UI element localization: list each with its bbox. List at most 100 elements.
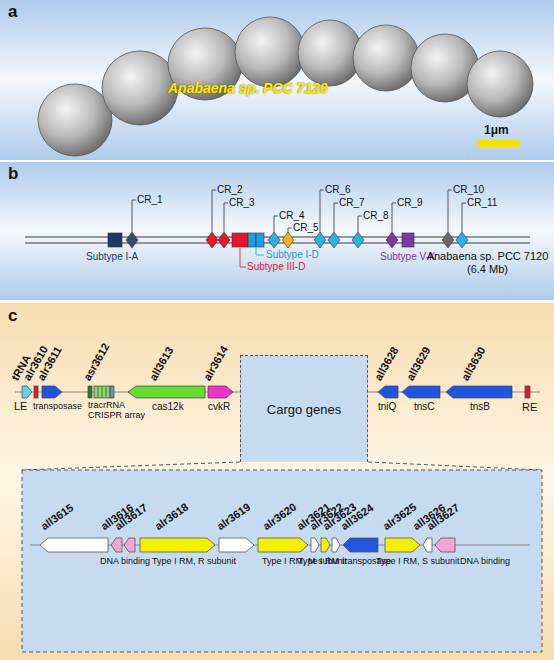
cas-locus-marker — [218, 232, 230, 248]
cas-locus-marker — [386, 232, 398, 248]
species-label: Anabaena sp. PCC 7120 — [168, 80, 328, 97]
gene-arrow — [385, 538, 420, 552]
gene-function: cas12k — [152, 401, 184, 412]
crispr-label: CR_5 — [293, 222, 319, 234]
gene-arrow — [525, 386, 530, 398]
cas-locus-marker — [456, 232, 468, 248]
cas-locus-marker — [108, 233, 122, 247]
cas-locus-marker — [206, 232, 218, 248]
leader-line — [212, 190, 216, 232]
gene-arrow — [124, 538, 135, 552]
gene-arrow — [343, 538, 378, 552]
gene-arrow — [446, 386, 512, 398]
anabaena-cell — [353, 25, 419, 91]
anabaena-cell — [235, 17, 305, 87]
gene-arrow — [311, 538, 319, 552]
gene-arrow — [40, 538, 108, 552]
gene-function: DNA binding — [100, 556, 150, 566]
gene-function: tniQ — [378, 401, 396, 412]
leader-line — [320, 190, 324, 232]
cas-locus-marker — [108, 232, 468, 248]
gene-arrow — [42, 386, 62, 398]
gene-arrow — [140, 538, 215, 552]
leader-line — [240, 248, 246, 267]
anabaena-cell — [102, 51, 178, 125]
crispr-label: CR_11 — [467, 197, 497, 209]
gene-arrow — [111, 538, 122, 552]
box-text: Cargo genes — [267, 402, 341, 417]
genome-label: Anabaena sp. PCC 7120 (6.4 Mb) — [425, 250, 550, 276]
gene-function: cvkR — [208, 401, 230, 412]
leader-line — [392, 203, 396, 232]
leader-line — [132, 190, 466, 267]
gene-arrow — [378, 386, 398, 398]
crispr-label: CR_3 — [229, 197, 255, 209]
crispr-label: CR_8 — [363, 210, 389, 222]
crispr-repeat — [98, 386, 106, 398]
leader-line — [334, 203, 338, 232]
cas-locus-marker — [328, 232, 340, 248]
gene-arrow — [332, 538, 340, 552]
inset-panel — [22, 470, 542, 652]
gene-arrow — [208, 386, 233, 398]
crispr-repeat — [102, 386, 103, 398]
panel-letter: b — [8, 164, 18, 184]
gene-function: DNA binding — [460, 556, 510, 566]
crispr-label: CR_6 — [325, 184, 351, 196]
gene-arrow — [258, 538, 308, 552]
gene-function: transposase — [33, 401, 82, 411]
panel-background — [0, 303, 554, 660]
cas-locus-marker — [442, 232, 454, 248]
cas-locus-marker — [248, 233, 256, 247]
anabaena-cell — [467, 51, 533, 117]
zoom-callout — [22, 462, 240, 470]
gene-function: tnsC — [414, 401, 435, 412]
anabaena-cell — [38, 17, 533, 156]
end-label: LE — [14, 400, 27, 412]
panel-letter: c — [8, 306, 17, 326]
panel-letter: a — [8, 2, 17, 22]
gene-function: Type I RM, R subunit — [152, 556, 236, 566]
gene-arrow — [321, 538, 330, 552]
cargo-box: Cargo genes — [240, 355, 368, 462]
cas-locus-marker — [232, 233, 248, 247]
leader-line — [256, 248, 264, 255]
crispr-label: CR_2 — [217, 184, 243, 196]
subtype-label: Subtype I-A — [86, 251, 138, 263]
scale-bar — [478, 140, 520, 147]
leader-line — [288, 228, 292, 232]
leader-line — [448, 190, 452, 232]
subtype-label: Subtype III-D — [247, 261, 305, 273]
crispr-label: CR_9 — [397, 197, 423, 209]
subtype-label: Subtype I-D — [266, 249, 319, 261]
zoom-callout — [368, 462, 542, 470]
gene-function: tracrRNA — [88, 400, 125, 410]
crispr-repeat — [98, 386, 99, 398]
gene-arrow — [110, 386, 114, 398]
cas-locus-marker — [314, 232, 326, 248]
leader-line — [358, 216, 362, 232]
cas-locus-marker — [126, 232, 138, 248]
leader-line — [462, 203, 466, 232]
cas-locus-marker — [352, 232, 364, 248]
panel-background — [0, 0, 554, 160]
end-label: RE — [522, 401, 537, 413]
leader-line — [132, 200, 136, 232]
gene-arrow — [40, 538, 455, 552]
cas-locus-marker — [282, 232, 294, 248]
gene-arrow — [88, 386, 92, 398]
gene-function: CRISPR array — [88, 410, 145, 420]
gene-arrow — [128, 386, 205, 398]
scale-label: 1μm — [484, 123, 509, 137]
gene-arrow — [94, 386, 110, 398]
leader-line — [274, 216, 278, 232]
crispr-label: CR_4 — [279, 210, 305, 222]
crispr-label: CR_10 — [453, 184, 484, 196]
cas-locus-marker — [402, 233, 414, 247]
gene-arrow — [22, 386, 32, 398]
gene-arrow — [34, 386, 38, 398]
anabaena-cell — [38, 84, 112, 156]
crispr-label: CR_1 — [137, 194, 163, 206]
